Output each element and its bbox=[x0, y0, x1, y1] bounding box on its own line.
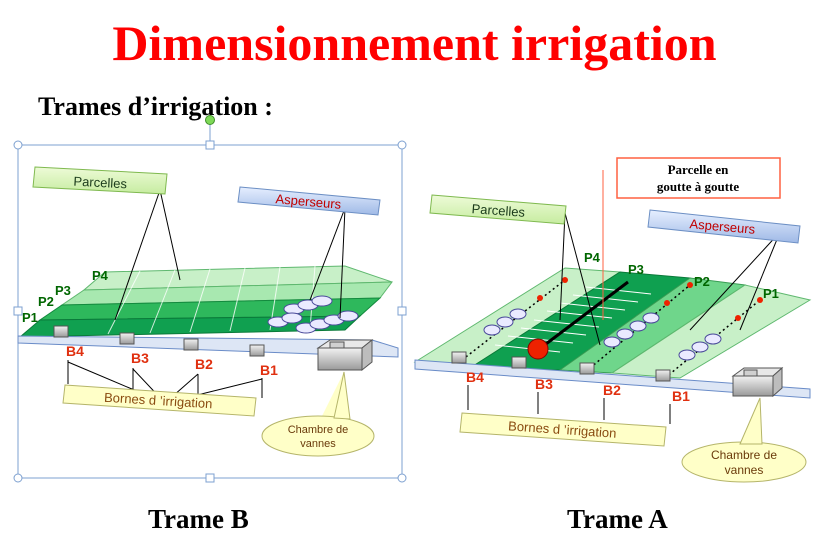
caption-trame-a: Trame A bbox=[567, 504, 668, 534]
asperseurs-label-box: Asperseurs bbox=[647, 209, 801, 244]
parcelle-gg-label-line2: goutte à goutte bbox=[657, 179, 740, 194]
page-title: Dimensionnement irrigation bbox=[112, 15, 717, 71]
hydrant-box-icon bbox=[579, 362, 595, 375]
sprinkler-icon bbox=[509, 308, 527, 320]
hydrant-box-icon bbox=[511, 356, 527, 369]
plot-label-p3: P3 bbox=[55, 283, 71, 298]
borne-label-b4: B4 bbox=[466, 369, 484, 385]
bornes-label-box: Bornes d ’irrigation bbox=[62, 384, 257, 417]
sprinkler-group bbox=[267, 295, 359, 334]
asperseurs-label-box: Asperseurs bbox=[237, 186, 381, 216]
resize-handle-s[interactable] bbox=[205, 473, 215, 483]
sprinkler-point-icon bbox=[735, 315, 741, 321]
hydrant-box-icon bbox=[451, 351, 467, 364]
sprinkler-icon bbox=[281, 312, 303, 324]
resize-handle-nw[interactable] bbox=[13, 140, 23, 150]
borne-label-b1: B1 bbox=[672, 388, 690, 404]
resize-handle-e[interactable] bbox=[397, 306, 407, 316]
chambre-label-line1: Chambre de bbox=[711, 448, 777, 462]
page-subtitle: Trames d’irrigation : bbox=[38, 92, 273, 121]
borne-label-b2: B2 bbox=[195, 356, 213, 372]
borne-label-b1: B1 bbox=[260, 362, 278, 378]
left-diagram: Parcelles Asperseurs P4 P3 P2 P1 B4 B3 B… bbox=[13, 115, 407, 483]
sprinkler-icon bbox=[311, 295, 333, 307]
plot-label-p2: P2 bbox=[38, 294, 54, 309]
rotate-handle[interactable] bbox=[205, 115, 215, 125]
sprinkler-icon bbox=[678, 349, 696, 361]
bornes-label-box: Bornes d ’irrigation bbox=[459, 412, 667, 447]
parcelle-gg-label-box: Parcelle en goutte à goutte bbox=[616, 157, 781, 199]
resize-handle-w[interactable] bbox=[13, 306, 23, 316]
drip-manifold bbox=[537, 280, 629, 352]
sprinkler-points bbox=[537, 277, 763, 321]
plot-label-p1: P1 bbox=[763, 286, 779, 301]
chambre-label-line2: vannes bbox=[300, 438, 336, 450]
plot-label-p3: P3 bbox=[628, 262, 644, 277]
borne-label-b2: B2 bbox=[603, 382, 621, 398]
parcelles-label: Parcelles bbox=[73, 174, 128, 192]
asperseurs-label: Asperseurs bbox=[275, 191, 342, 212]
right-diagram: Parcelle en goutte à goutte Parcelles As… bbox=[413, 157, 812, 483]
chambre-callout: Chambre de vannes bbox=[681, 397, 807, 483]
borne-label-b4: B4 bbox=[66, 343, 84, 359]
chambre-label-line2: vannes bbox=[725, 463, 764, 477]
chambre-callout: Chambre de vannes bbox=[261, 371, 375, 457]
supply-pipe bbox=[414, 359, 811, 399]
sprinkler-icon bbox=[603, 336, 621, 348]
caption-trame-b: Trame B bbox=[148, 504, 249, 534]
sprinkler-icon bbox=[496, 316, 514, 328]
supply-pipe bbox=[17, 335, 399, 358]
hydrant-box-icon bbox=[53, 325, 69, 338]
valve-chamber-icon bbox=[316, 338, 374, 372]
plot-label-p2: P2 bbox=[694, 274, 710, 289]
sprinkler-point-icon bbox=[687, 282, 693, 288]
hydrant-box-icon bbox=[119, 332, 135, 345]
hydrant-boxes bbox=[451, 351, 671, 382]
sprinkler-icon bbox=[691, 341, 709, 353]
sprinkler-icon bbox=[616, 328, 634, 340]
borne-label-b3: B3 bbox=[535, 376, 553, 392]
callout-lines bbox=[467, 212, 781, 424]
sprinkler-group bbox=[483, 308, 722, 361]
plot-label-p1: P1 bbox=[22, 310, 38, 325]
sprinkler-point-icon bbox=[757, 297, 763, 303]
sprinkler-icon bbox=[483, 324, 501, 336]
sprinkler-icon bbox=[642, 312, 660, 324]
valve-chamber-icon bbox=[731, 366, 784, 398]
borne-label-b3: B3 bbox=[131, 350, 149, 366]
drip-valve-icon bbox=[527, 338, 549, 360]
hydrant-boxes bbox=[53, 325, 265, 357]
chambre-label-line1: Chambre de bbox=[288, 424, 349, 436]
sprinkler-icon bbox=[629, 320, 647, 332]
resize-handle-ne[interactable] bbox=[397, 140, 407, 150]
resize-handle-se[interactable] bbox=[397, 473, 407, 483]
sprinkler-point-icon bbox=[537, 295, 543, 301]
plot-label-p4: P4 bbox=[92, 268, 109, 283]
sprinkler-icon bbox=[704, 333, 722, 345]
hydrant-box-icon bbox=[249, 344, 265, 357]
sprinkler-point-icon bbox=[562, 277, 568, 283]
resize-handle-sw[interactable] bbox=[13, 473, 23, 483]
parcelles-label-box: Parcelles bbox=[429, 194, 567, 225]
parcelle-gg-label-line1: Parcelle en bbox=[668, 162, 730, 177]
asperseurs-label: Asperseurs bbox=[689, 216, 756, 237]
hydrant-box-icon bbox=[655, 369, 671, 382]
plot-label-p4: P4 bbox=[584, 250, 601, 265]
sprinkler-icon bbox=[337, 310, 359, 322]
parcelles-label-box: Parcelles bbox=[32, 166, 168, 195]
sprinkler-point-icon bbox=[664, 300, 670, 306]
hydrant-box-icon bbox=[183, 338, 199, 351]
resize-handle-n[interactable] bbox=[205, 140, 215, 150]
parcelles-label: Parcelles bbox=[471, 201, 526, 220]
bornes-label: Bornes d ’irrigation bbox=[104, 390, 213, 412]
